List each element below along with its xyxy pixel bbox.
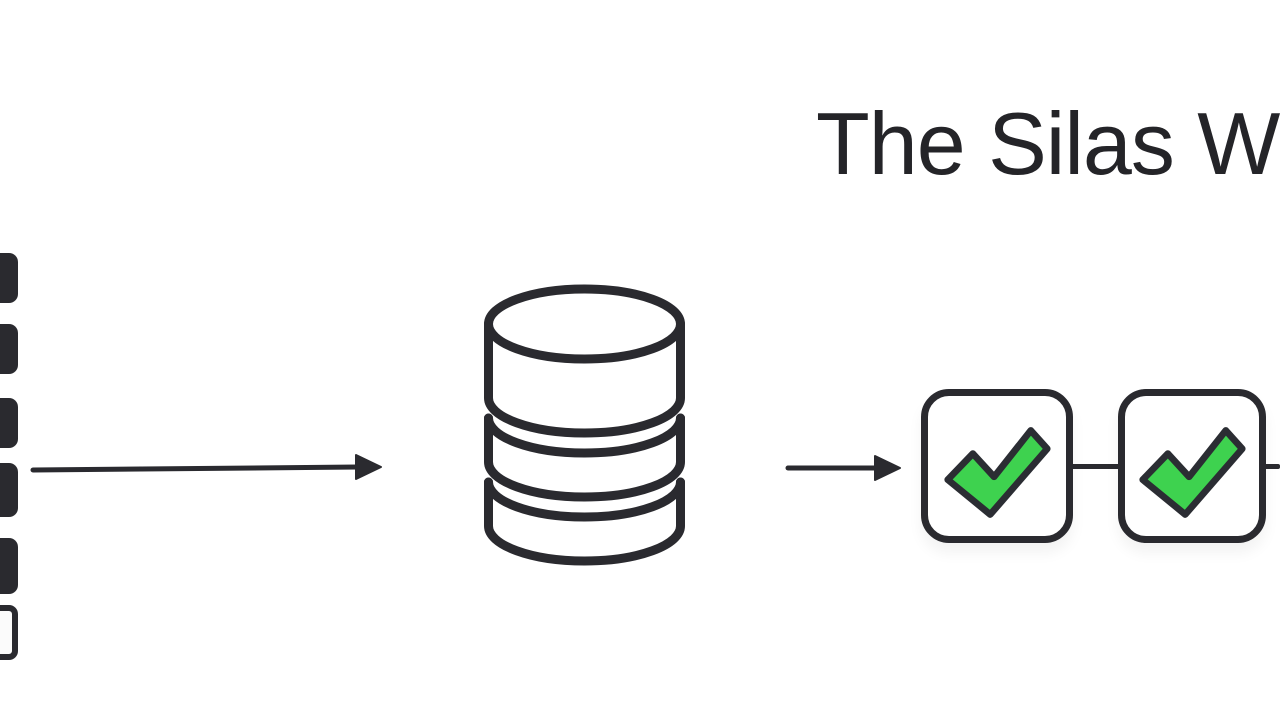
node-connector-line <box>1264 464 1280 469</box>
flow-arrow-icon <box>785 455 901 481</box>
checkmark-icon <box>1139 427 1246 518</box>
stack-tile-icon <box>0 538 18 594</box>
flow-arrow-icon <box>30 454 382 480</box>
check-node <box>1118 389 1266 543</box>
stack-tile-icon <box>0 253 18 303</box>
stack-tile-icon <box>0 463 18 517</box>
check-node <box>921 389 1073 543</box>
stack-tile-icon <box>0 398 18 448</box>
checkmark-icon <box>944 427 1051 518</box>
page-title: The Silas W <box>816 94 1280 193</box>
node-connector-line <box>1071 464 1120 469</box>
stack-tile-icon <box>0 324 18 374</box>
stack-tile-outline-icon <box>0 605 18 660</box>
database-icon <box>484 284 685 566</box>
